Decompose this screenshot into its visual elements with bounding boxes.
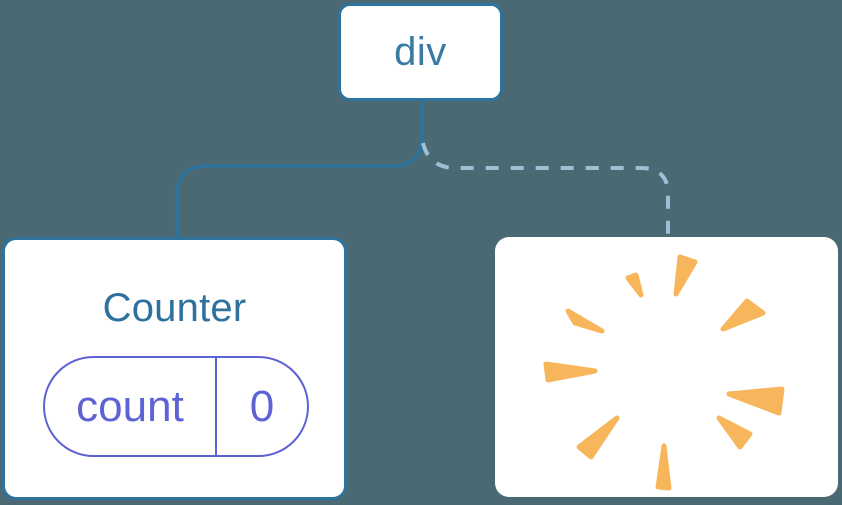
link-dashed <box>421 142 670 237</box>
node-counter: Counter count 0 <box>2 237 347 500</box>
poof-spike <box>565 308 605 334</box>
poof-spike <box>716 415 753 450</box>
poof-spike <box>625 272 644 298</box>
poof-spike <box>543 361 598 383</box>
poof-spike <box>655 443 672 491</box>
poof-spike <box>726 386 785 416</box>
poof-spike <box>673 254 698 297</box>
link-solid <box>175 99 424 239</box>
poof-icon <box>543 254 785 491</box>
node-removed <box>495 237 838 497</box>
node-div: div <box>338 3 503 101</box>
state-pill: count 0 <box>43 356 309 457</box>
state-key-label: count <box>45 358 217 455</box>
poof-spike <box>576 415 620 460</box>
counter-title: Counter <box>102 286 247 330</box>
node-div-label: div <box>394 29 447 74</box>
state-value-label: 0 <box>249 381 275 431</box>
poof-spike <box>720 298 766 332</box>
